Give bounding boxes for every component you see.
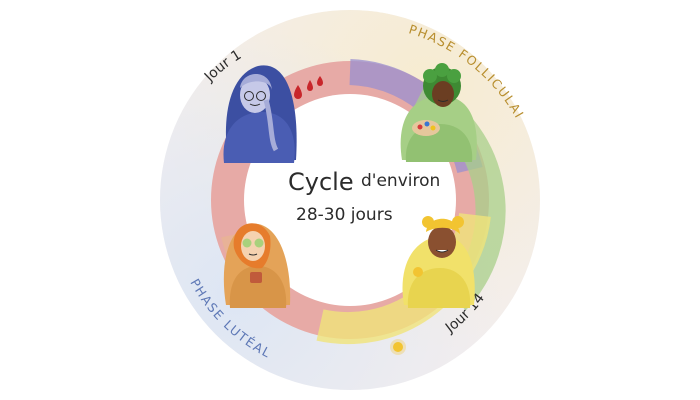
green-blanket-woman-icon	[400, 63, 477, 162]
center-subtitle: 28-30 jours	[296, 205, 393, 225]
yellow-blanket-woman-icon	[402, 216, 475, 308]
ovulation-egg-icon	[390, 339, 406, 355]
blue-blanket-woman-icon	[223, 65, 297, 163]
blood-drops-icon	[294, 76, 323, 99]
center-title-b: d'environ	[361, 171, 440, 191]
orange-blanket-woman-icon	[223, 223, 291, 308]
center-title-a: Cycle	[288, 168, 354, 196]
